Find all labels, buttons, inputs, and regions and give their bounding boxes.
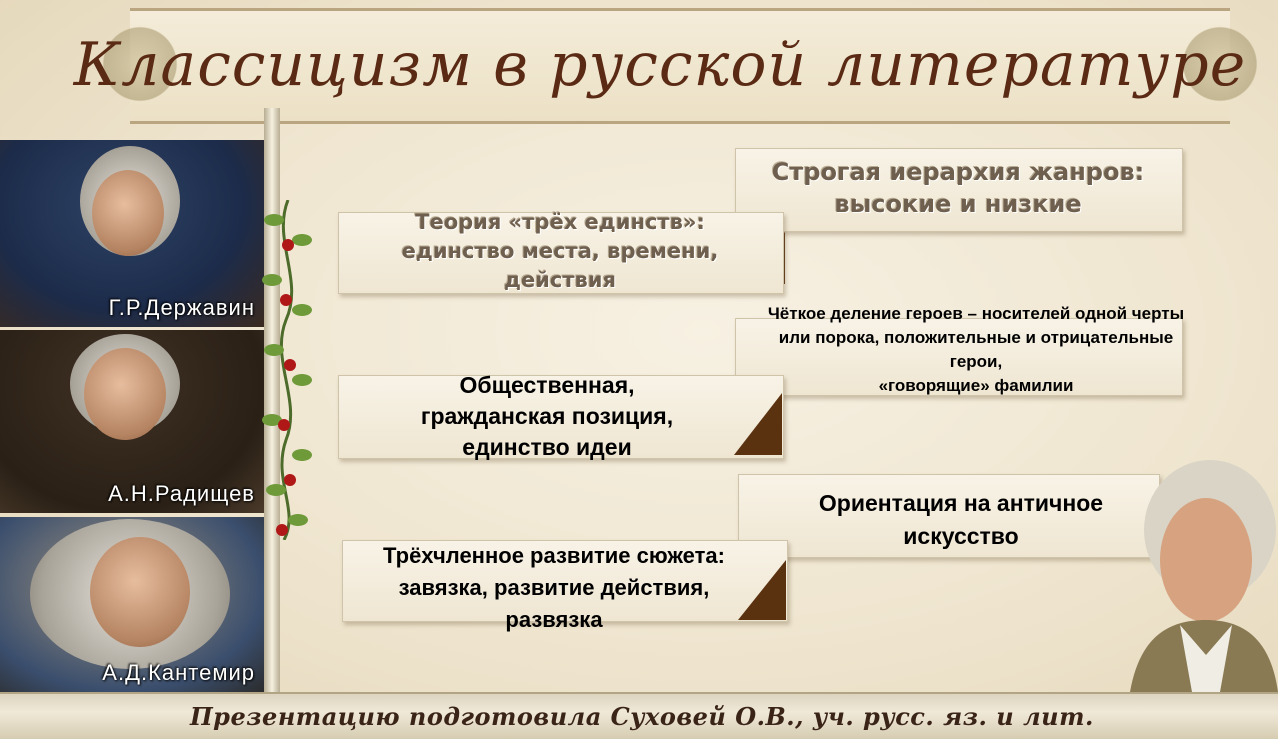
footer-credit: Презентацию подготовила Суховей О.В., уч…	[190, 701, 1094, 731]
box-heroes-division	[735, 318, 1183, 396]
plot-development-text: Трёхчленное развитие сюжета: завязка, ра…	[342, 540, 766, 636]
civic-line-1: Общественная,	[459, 372, 635, 398]
genre-line-2: высокие и низкие	[834, 190, 1082, 218]
heroes-line-4: «говорящие» фамилии	[878, 376, 1074, 395]
portrait-radishchev: А.Н.Радищев	[0, 330, 265, 513]
antique-art-text: Ориентация на античное искусство	[768, 487, 1154, 553]
page-title: Классицизм в русской литературе	[73, 30, 1247, 100]
three-unities-text: Теория «трёх единств»: единство места, в…	[338, 208, 782, 295]
civic-line-3: единство идеи	[462, 434, 632, 460]
civic-position-text: Общественная, гражданская позиция, единс…	[338, 370, 756, 463]
unities-line-1: Теория «трёх единств»:	[415, 210, 705, 234]
portrait-caption: А.Д.Кантемир	[102, 660, 255, 685]
portrait-caption: А.Н.Радищев	[108, 481, 255, 506]
civic-line-2: гражданская позиция,	[420, 403, 674, 429]
box-civic-position	[338, 375, 784, 459]
plot-line-3: развязка	[505, 607, 603, 632]
frame-divider	[264, 108, 280, 698]
box-corner-fold	[738, 560, 786, 620]
portrait-kantemir: А.Д.Кантемир	[0, 517, 265, 692]
box-antique-art	[738, 474, 1160, 558]
plot-line-1: Трёхчленное развитие сюжета:	[383, 543, 725, 568]
heroes-line-2: или порока, положительные и отрицательны…	[778, 328, 1174, 347]
title-banner	[100, 8, 1260, 124]
face-shape	[90, 537, 190, 647]
floral-vine-icon	[262, 200, 312, 540]
genre-hierarchy-text: Строгая иерархия жанров: высокие и низки…	[735, 156, 1181, 220]
portrait-bottom-right	[1130, 460, 1278, 692]
footer-banner	[0, 692, 1278, 739]
unities-line-2: единство места, времени,	[401, 239, 719, 263]
heroes-line-3: герои,	[949, 352, 1003, 371]
face-shape	[92, 170, 164, 256]
box-corner-fold	[734, 393, 782, 455]
box-three-unities	[338, 212, 784, 294]
antique-line-2: искусство	[903, 523, 1019, 549]
box-genre-hierarchy	[735, 148, 1183, 232]
genre-line-1: Строгая иерархия жанров:	[771, 158, 1145, 186]
face-shape	[84, 348, 166, 440]
antique-line-1: Ориентация на античное	[818, 490, 1104, 516]
box-plot-development	[342, 540, 788, 622]
portrait-caption: Г.Р.Державин	[108, 295, 255, 320]
plot-line-2: завязка, развитие действия,	[398, 575, 710, 600]
heroes-division-text: Чёткое деление героев – носителей одной …	[726, 302, 1226, 398]
portrait-derzhavin: Г.Р.Державин	[0, 140, 265, 327]
unities-line-3: действия	[503, 268, 617, 292]
heroes-line-1: Чёткое деление героев – носителей одной …	[767, 304, 1185, 323]
